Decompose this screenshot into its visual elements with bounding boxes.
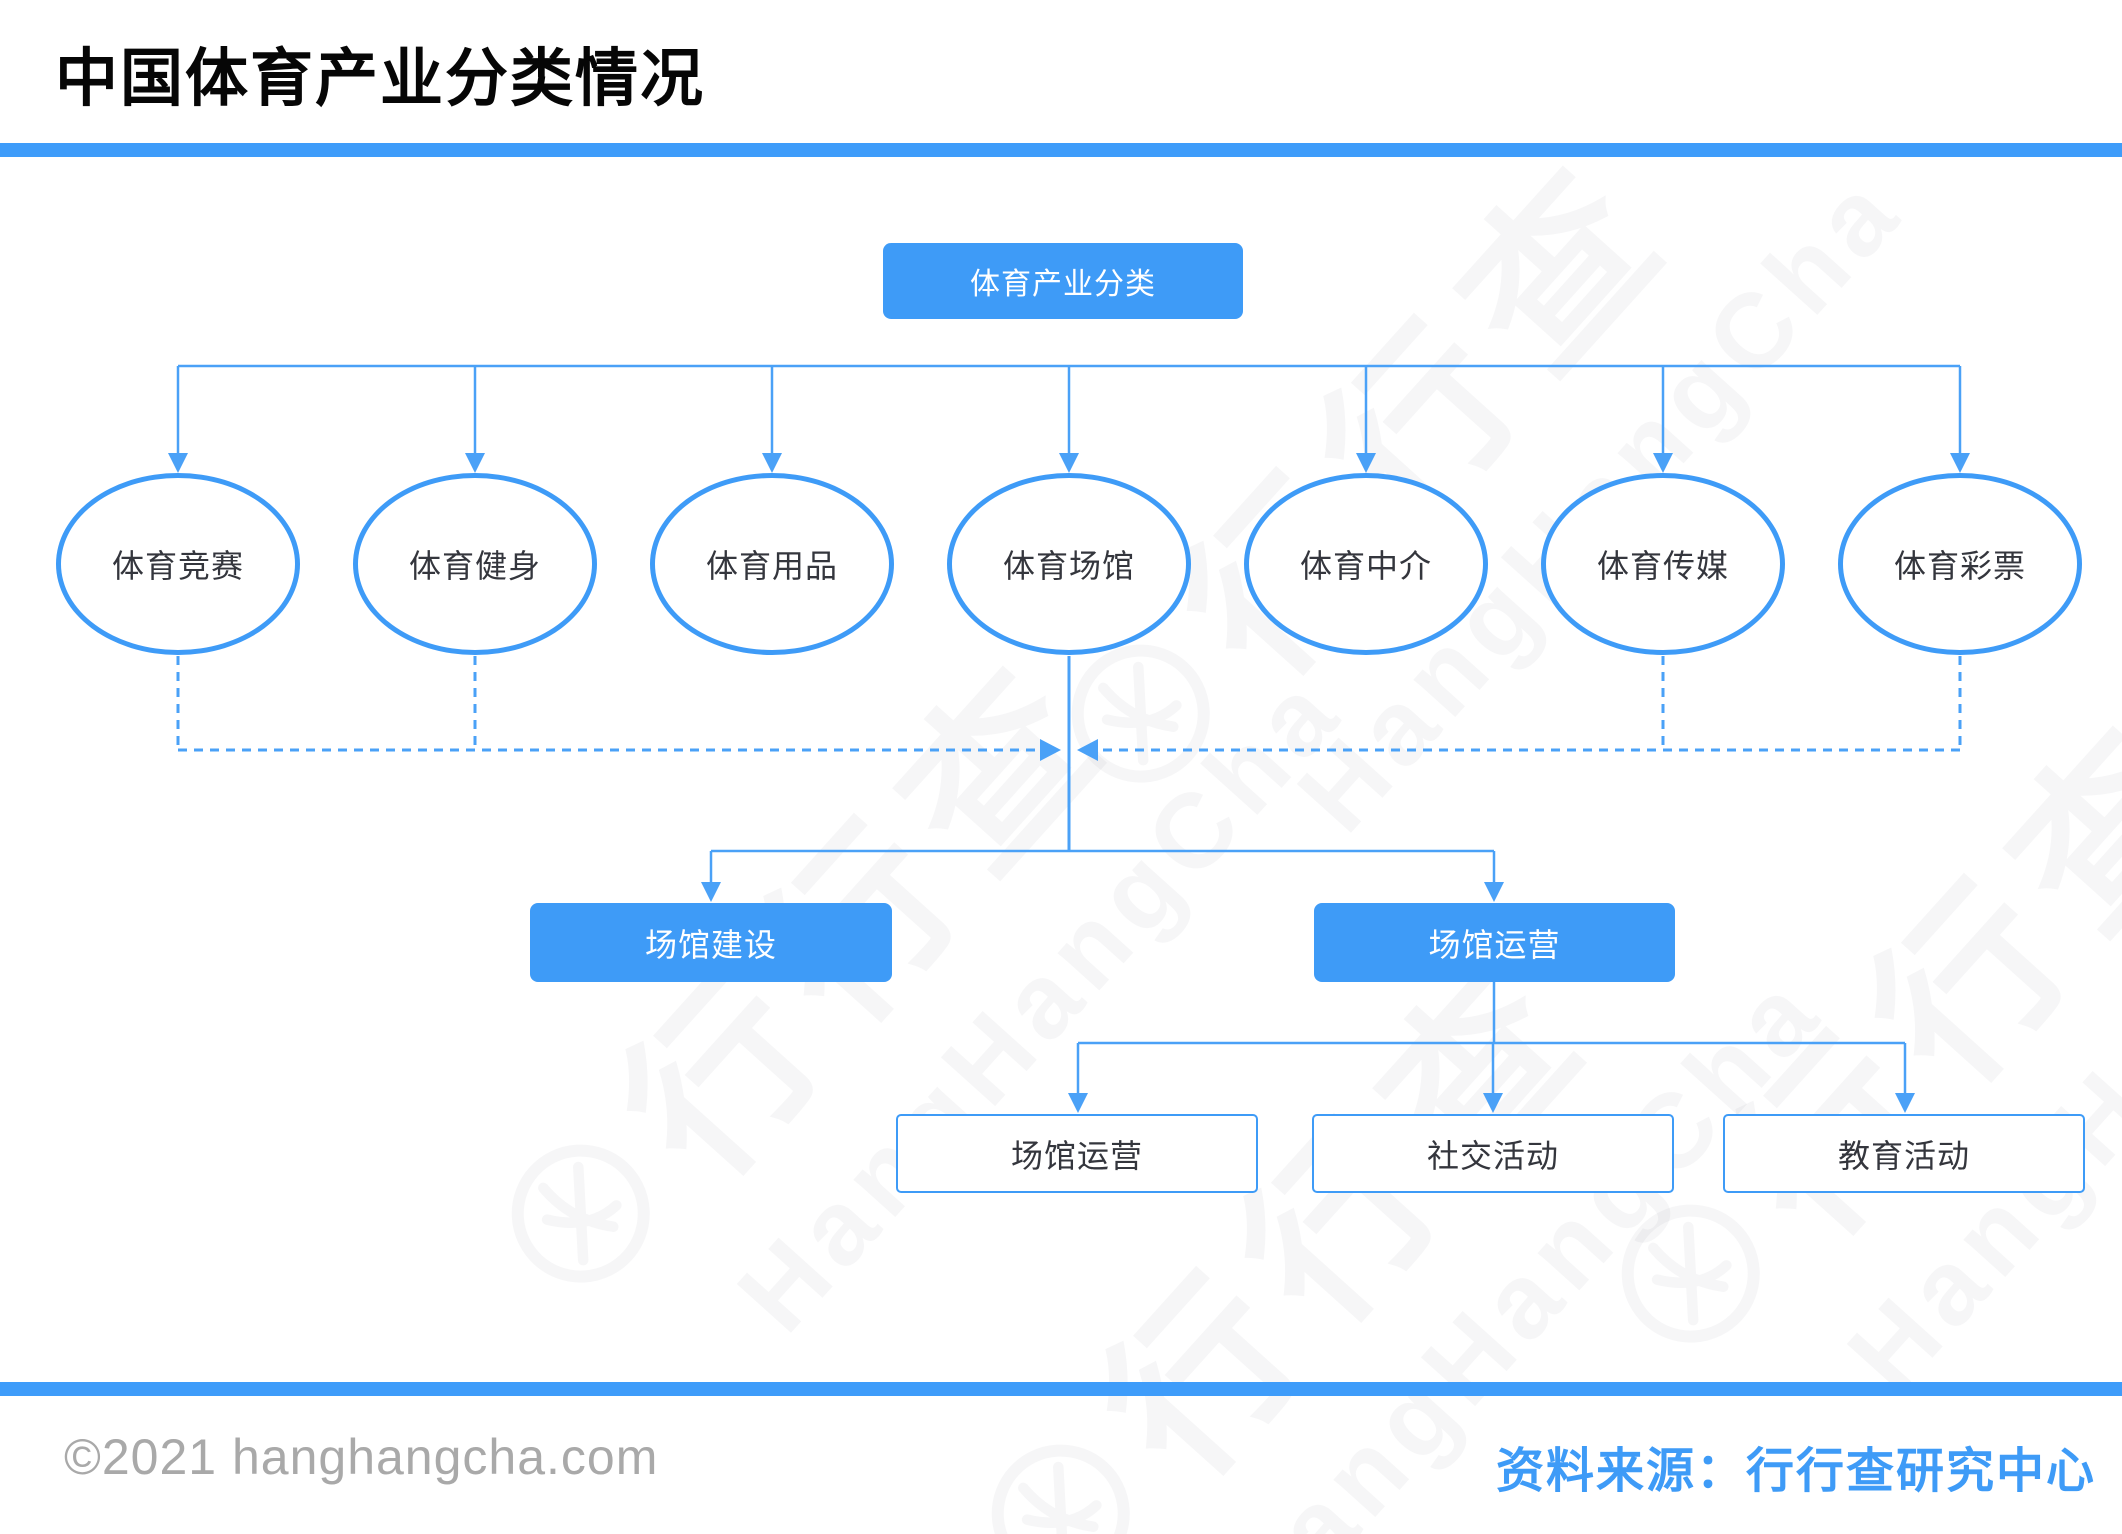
sub-node-venue-operation: 场馆运营	[896, 1114, 1258, 1193]
sub-node-label: 场馆运营	[1010, 1137, 1143, 1174]
page-title: 中国体育产业分类情况	[55, 44, 705, 114]
category-label: 体育用品	[705, 548, 838, 584]
sub-node-label: 社交活动	[1426, 1137, 1559, 1174]
category-node-venues: 体育场馆	[947, 473, 1191, 655]
category-node-agency: 体育中介	[1244, 473, 1488, 655]
category-label: 体育健身	[408, 548, 541, 584]
root-node-label: 体育产业分类	[970, 268, 1156, 301]
category-label: 体育竞赛	[111, 548, 244, 584]
sub-node-label: 教育活动	[1837, 1137, 1970, 1174]
sub-node-social-activity: 社交活动	[1312, 1114, 1674, 1193]
sub-node-education-activity: 教育活动	[1723, 1114, 2085, 1193]
category-node-fitness: 体育健身	[353, 473, 597, 655]
footer-divider-bar	[0, 1382, 2122, 1396]
venue-operation-label: 场馆运营	[1428, 926, 1561, 963]
venue-construction-label: 场馆建设	[644, 926, 777, 963]
category-node-competition: 体育竞赛	[56, 473, 300, 655]
data-source-text: 资料来源：行行查研究中心	[1495, 1445, 2096, 1498]
root-node: 体育产业分类	[883, 243, 1243, 319]
category-label: 体育场馆	[1002, 548, 1135, 584]
category-node-media: 体育传媒	[1541, 473, 1785, 655]
title-divider-bar	[0, 143, 2122, 157]
category-node-goods: 体育用品	[650, 473, 894, 655]
category-node-lottery: 体育彩票	[1838, 473, 2082, 655]
category-label: 体育传媒	[1596, 548, 1729, 584]
category-label: 体育中介	[1299, 548, 1432, 584]
venue-construction-node: 场馆建设	[530, 903, 892, 982]
copyright-text: ©2021 hanghangcha.com	[64, 1429, 659, 1485]
category-label: 体育彩票	[1893, 548, 2026, 584]
venue-operation-node: 场馆运营	[1314, 903, 1675, 982]
